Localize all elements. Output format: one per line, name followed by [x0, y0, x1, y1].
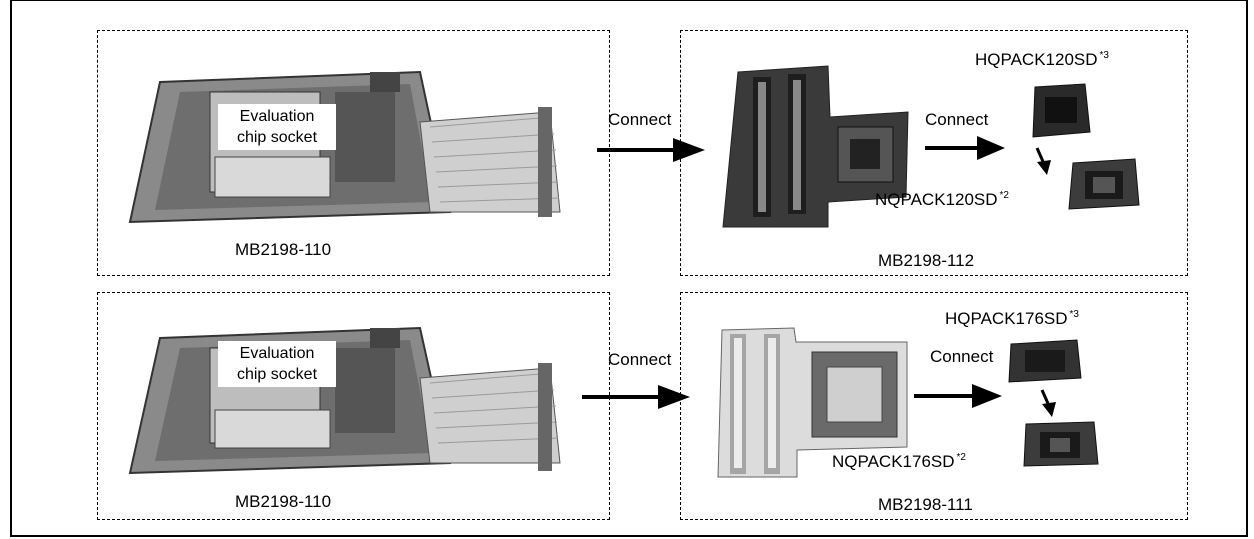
nqpack-label-row2: NQPACK176SD*2 [832, 452, 966, 471]
adapter-image-row2 [717, 327, 908, 478]
connect-label-row2-a: Connect [608, 350, 672, 369]
evaluation-board-box-row2 [97, 292, 610, 520]
connect-label-row2-b: Connect [930, 347, 994, 366]
socket-label-line1: Evaluation [239, 108, 315, 125]
connect-label-row1-a: Connect [608, 110, 672, 129]
adapter-box-row2 [680, 292, 1188, 520]
socket-label-line1: Evaluation [239, 345, 315, 362]
board-label-row2: MB2198-110 [235, 492, 332, 511]
evaluation-chip-socket-label-row2: Evaluation chip socket [218, 341, 336, 387]
evaluation-chip-socket-label-row1: Evaluation chip socket [218, 104, 336, 150]
evaluation-board-box-row1 [97, 30, 610, 276]
hqpack-label-row1: HQPACK120SD*3 [975, 50, 1109, 69]
connect-arrow-row2-a [582, 385, 690, 409]
hqpack-image-row2 [1008, 339, 1082, 383]
adapter-label-row2: MB2198-111 [878, 495, 973, 514]
connect-arrow-row1-a [597, 138, 705, 162]
figure-frame [10, 0, 1248, 537]
evaluation-board-image-row1 [128, 70, 561, 224]
nqpack-image-row2 [1023, 421, 1099, 467]
hqpack-label-row2: HQPACK176SD*3 [945, 309, 1079, 328]
board-label-row1: MB2198-110 [235, 240, 332, 259]
down-arrow-row2 [1040, 389, 1056, 417]
hqpack-image-row1 [1032, 83, 1091, 138]
adapter-image-row1 [722, 65, 909, 228]
connect-arrow-row1-b [925, 136, 1005, 160]
nqpack-label-row1: NQPACK120SD*2 [875, 190, 1009, 209]
adapter-label-row1: MB2198-112 [878, 251, 975, 270]
nqpack-image-row1 [1068, 158, 1140, 210]
connect-label-row1-b: Connect [925, 110, 989, 129]
evaluation-board-image-row2 [128, 326, 561, 475]
down-arrow-row1 [1035, 147, 1051, 175]
socket-label-line2: chip socket [236, 129, 318, 146]
connect-arrow-row2-b [914, 384, 1002, 408]
socket-label-line2: chip socket [236, 366, 318, 383]
